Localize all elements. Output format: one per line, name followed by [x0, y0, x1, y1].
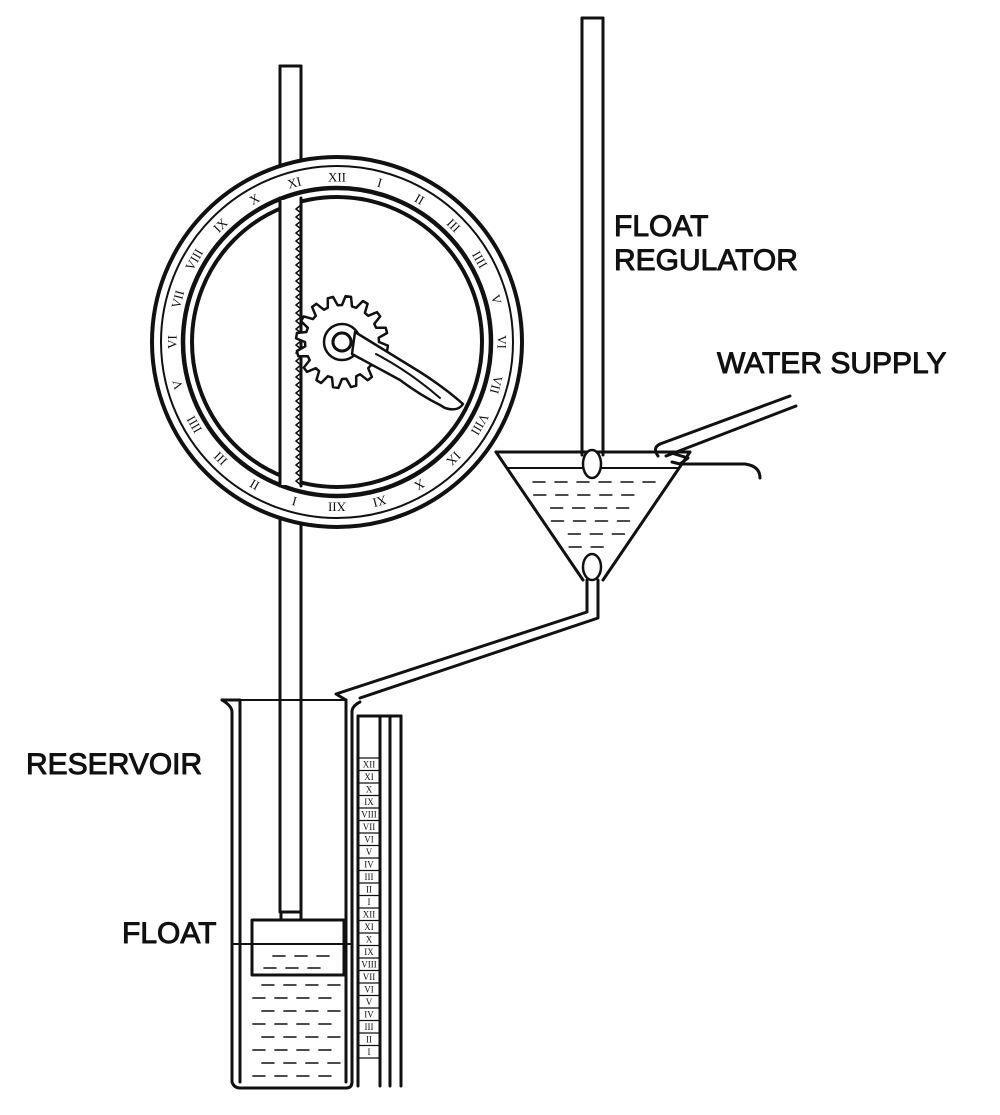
dial-numeral: XI — [371, 492, 388, 510]
scale-numeral: IV — [364, 859, 374, 869]
scale-numeral: I — [368, 897, 371, 907]
float-regulator-rod — [580, 16, 605, 457]
float-block — [250, 910, 346, 977]
scale-numeral: VII — [363, 972, 376, 982]
scale-numeral: VIII — [361, 959, 377, 969]
reservoir-vessel — [220, 698, 362, 1090]
label-float: FLOAT — [122, 917, 216, 950]
scale-numeral: VI — [364, 984, 374, 994]
scale-numeral: IV — [364, 1009, 374, 1019]
scale-marks: XIIXIXIXVIIIVIIVIVIVIIIIIIXIIXIXIXVIIIVI… — [357, 757, 381, 1059]
scale-numeral: X — [366, 784, 373, 794]
scale-numeral: XII — [363, 909, 376, 919]
regulator-float-bulbs — [581, 448, 603, 582]
scale-numeral: VII — [363, 822, 376, 832]
dial-numeral: I — [376, 175, 384, 191]
scale-numeral: III — [365, 1022, 374, 1032]
dial-numeral: XII — [328, 500, 346, 515]
dial-numeral: I — [290, 494, 298, 510]
funnel-water — [532, 481, 656, 561]
label-float-regulator-line1: FLOAT — [614, 210, 708, 243]
water-supply-pipe — [653, 394, 798, 480]
hour-scale — [356, 714, 403, 1088]
outlet-pipe — [334, 578, 600, 702]
scale-numeral: X — [366, 934, 373, 944]
scale-numeral: V — [366, 847, 373, 857]
label-water-supply: WATER SUPPLY — [717, 347, 946, 380]
dial-numeral: V — [169, 378, 186, 392]
scale-numeral: IX — [364, 797, 374, 807]
dial-numeral: VI — [495, 335, 510, 349]
scale-numeral: XI — [364, 772, 374, 782]
dial-numeral: XI — [286, 174, 303, 192]
rack-teeth-line — [295, 204, 302, 486]
scale-numeral: V — [366, 997, 373, 1007]
scale-numeral: IX — [364, 947, 374, 957]
dial-numeral: VII — [168, 289, 187, 310]
dial-numeral: VII — [487, 374, 506, 395]
reservoir-water — [252, 984, 341, 1077]
dial-numeral: XII — [328, 170, 346, 185]
scale-numeral: VIII — [361, 809, 377, 819]
dial-numeral: V — [488, 293, 505, 307]
scale-numeral: II — [366, 1034, 372, 1044]
clock-hand — [331, 330, 465, 411]
scale-numeral: I — [368, 1047, 371, 1057]
dial-numeral: VI — [165, 335, 180, 349]
rack-teeth — [295, 204, 302, 486]
label-reservoir: RESERVOIR — [26, 748, 202, 781]
scale-numeral: III — [365, 872, 374, 882]
scale-numeral: II — [366, 884, 372, 894]
float-water-lines — [263, 955, 330, 969]
scale-numeral: XI — [364, 922, 374, 932]
label-float-regulator-line2: REGULATOR — [614, 244, 798, 277]
scale-numeral: VI — [364, 834, 374, 844]
scale-numeral: XII — [363, 759, 376, 769]
